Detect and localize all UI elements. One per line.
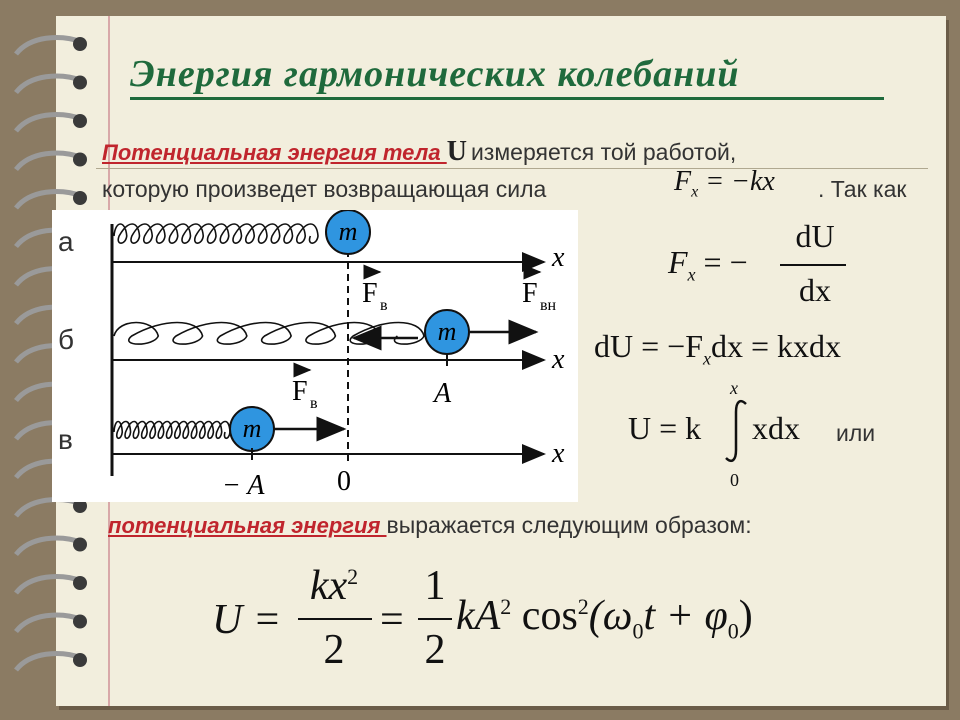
spring-diagram-svg: m m m x x x F в F вн F в A − A 0 — [110, 209, 565, 501]
final-rhs: kA2 cos2(ω0t + φ0) — [456, 592, 753, 644]
bottom-term: потенциальная энергия — [108, 513, 387, 538]
force-label-c-symbol: F — [292, 376, 308, 407]
force-label-top-sub: в — [380, 297, 388, 314]
equation-force-derivative: Fx = − — [668, 244, 748, 285]
eq1-lhs: F — [668, 244, 688, 280]
binding-hole — [73, 114, 87, 128]
spring-a — [113, 223, 319, 244]
eq1-denominator: dx — [799, 272, 831, 308]
binding-hole — [73, 37, 87, 51]
force-label-c-sub: в — [310, 395, 318, 412]
intro-tail: . Так как — [818, 176, 907, 202]
mass-c-label: m — [243, 414, 262, 443]
final-arg: (ω — [588, 593, 633, 639]
binding-ring — [14, 73, 83, 95]
final-arg-sub2: 0 — [727, 618, 739, 644]
binding-hole — [73, 614, 87, 629]
final-frac2-den: 2 — [424, 627, 446, 673]
force-label-top: F в — [362, 264, 388, 314]
binding-ring — [14, 574, 83, 595]
final-frac1-bar — [298, 618, 372, 620]
spring-b — [113, 321, 425, 345]
binding-ring — [14, 612, 83, 634]
binding-ring — [14, 112, 83, 133]
bottom-rest: выражается следующим образом: — [386, 512, 752, 538]
binding-ring — [14, 535, 83, 557]
force-subscript: x — [691, 183, 699, 201]
binding-ring — [14, 150, 83, 172]
final-frac1-den: 2 — [323, 627, 345, 673]
final-kA-exp: 2 — [500, 594, 512, 619]
intro-term: Потенциальная энергия тела — [102, 140, 447, 165]
binding-hole — [73, 499, 87, 513]
final-cos: cos — [521, 593, 578, 639]
intro-line-1: Потенциальная энергия тела U измеряется … — [102, 136, 736, 168]
row-label-a: а — [58, 226, 74, 257]
force-symbol: F — [674, 166, 692, 197]
force-rhs: = −kx — [698, 166, 775, 197]
force-label-ext: F вн — [522, 264, 557, 314]
eq1-numerator: dU — [795, 218, 835, 254]
neg-amplitude-label: − A — [222, 470, 265, 501]
axis-label-a: x — [551, 242, 565, 273]
or-word: или — [836, 420, 876, 446]
text-rule — [96, 168, 928, 169]
final-frac2-num: 1 — [424, 563, 446, 609]
mass-a-label: m — [339, 217, 358, 246]
binding-ring — [14, 651, 83, 672]
eq2-part-b: dx = kxdx — [711, 328, 842, 364]
intro-symbol: U — [446, 136, 467, 167]
eq1-fraction-bar — [780, 264, 846, 266]
amplitude-label: A — [432, 378, 452, 409]
binding-hole — [73, 537, 87, 552]
integrand: xdx — [752, 410, 800, 446]
spring-diagram: m m m x x x F в F вн F в A − A 0 — [52, 209, 578, 502]
spring-c — [113, 420, 231, 440]
integral-sign — [725, 400, 747, 462]
force-label-top-symbol: F — [362, 278, 378, 309]
eq1-eq: = − — [703, 244, 748, 280]
final-arg-end: ) — [738, 593, 753, 639]
origin-label: 0 — [337, 466, 351, 497]
row-label-b: б — [58, 324, 75, 355]
equation-integral-lhs: U = k — [628, 410, 702, 446]
eq1-lhs-sub: x — [687, 264, 696, 285]
eq2-part-a: dU = −F — [594, 328, 703, 364]
intro-rest: измеряется той работой, — [470, 139, 737, 165]
page-title: Энергия гармонических колебаний — [130, 53, 740, 95]
final-frac2-bar — [418, 618, 452, 620]
binding-hole — [73, 191, 87, 205]
binding-hole — [73, 653, 87, 667]
final-frac1-num-text: kx — [309, 563, 348, 609]
final-eq: = — [380, 597, 404, 643]
final-arg-sub: 0 — [632, 618, 644, 644]
final-frac1-exp: 2 — [347, 564, 359, 589]
force-label-ext-sub: вн — [540, 297, 557, 314]
mass-b-label: m — [438, 317, 457, 346]
binding-ring — [14, 189, 83, 210]
final-arg-mid: t + φ — [643, 593, 728, 639]
integral-lower-limit: 0 — [730, 470, 739, 490]
axis-label-b: x — [551, 344, 565, 375]
binding-hole — [73, 152, 87, 167]
final-lhs: U = — [212, 597, 282, 643]
binding-hole — [73, 576, 87, 590]
axis-label-c: x — [551, 438, 565, 469]
mass-a — [325, 209, 371, 255]
bottom-line: потенциальная энергия выражается следующ… — [108, 512, 752, 539]
integral-upper-limit: x — [730, 378, 738, 398]
restoring-force-formula: Fx = −kx — [674, 166, 775, 202]
eq2-sub: x — [703, 348, 711, 369]
binding-ring — [14, 35, 83, 56]
final-frac1-num: kx2 — [300, 562, 368, 610]
equation-differential: dU = −Fxdx = kxdx — [594, 328, 841, 369]
intro-line-2: которую произведет возвращающая сила — [102, 176, 547, 202]
final-cos-exp: 2 — [577, 594, 589, 619]
final-kA: kA — [456, 593, 501, 639]
row-label-c: в — [58, 424, 73, 455]
title-underline — [130, 97, 884, 100]
binding-hole — [73, 75, 87, 90]
force-label-c: F в — [292, 362, 318, 412]
force-label-ext-symbol: F — [522, 278, 538, 309]
